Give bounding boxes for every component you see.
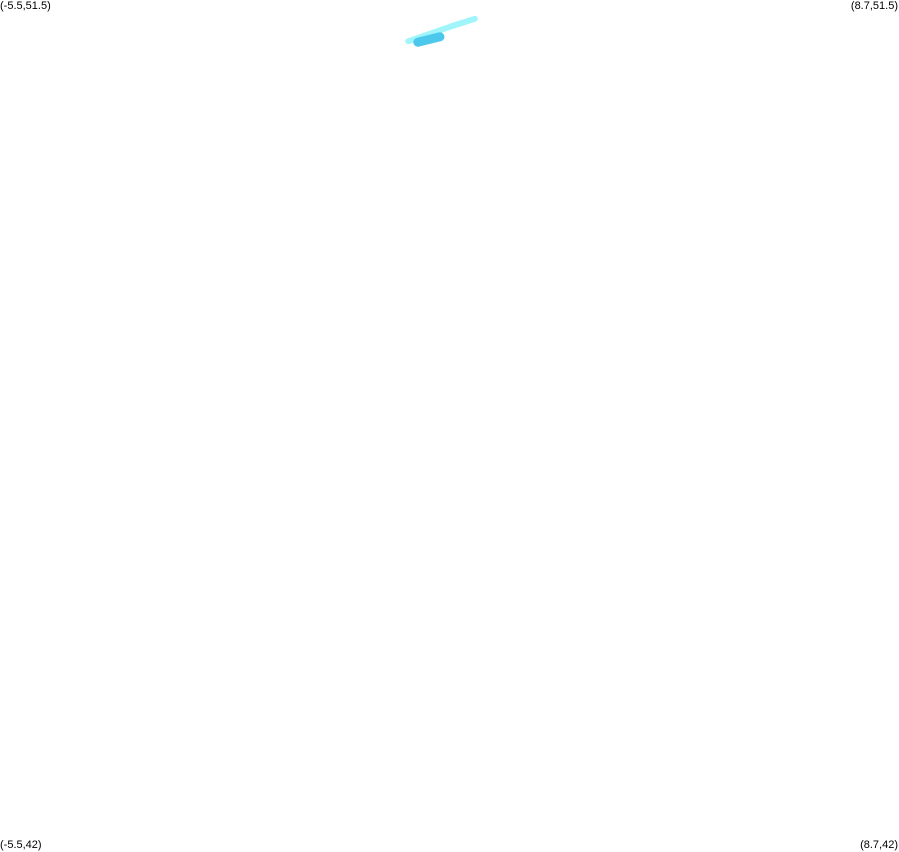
corner-coordinate-top-right: (8.7,51.5): [850, 0, 898, 12]
corner-coordinate-top-left: (-5.5,51.5): [0, 0, 51, 12]
light-stroke: [405, 15, 478, 45]
corner-coordinate-bottom-right: (8.7,42): [860, 839, 898, 851]
dark-stroke: [413, 32, 445, 47]
map-features: [405, 15, 478, 47]
corner-coordinate-bottom-left: (-5.5,42): [0, 839, 42, 851]
